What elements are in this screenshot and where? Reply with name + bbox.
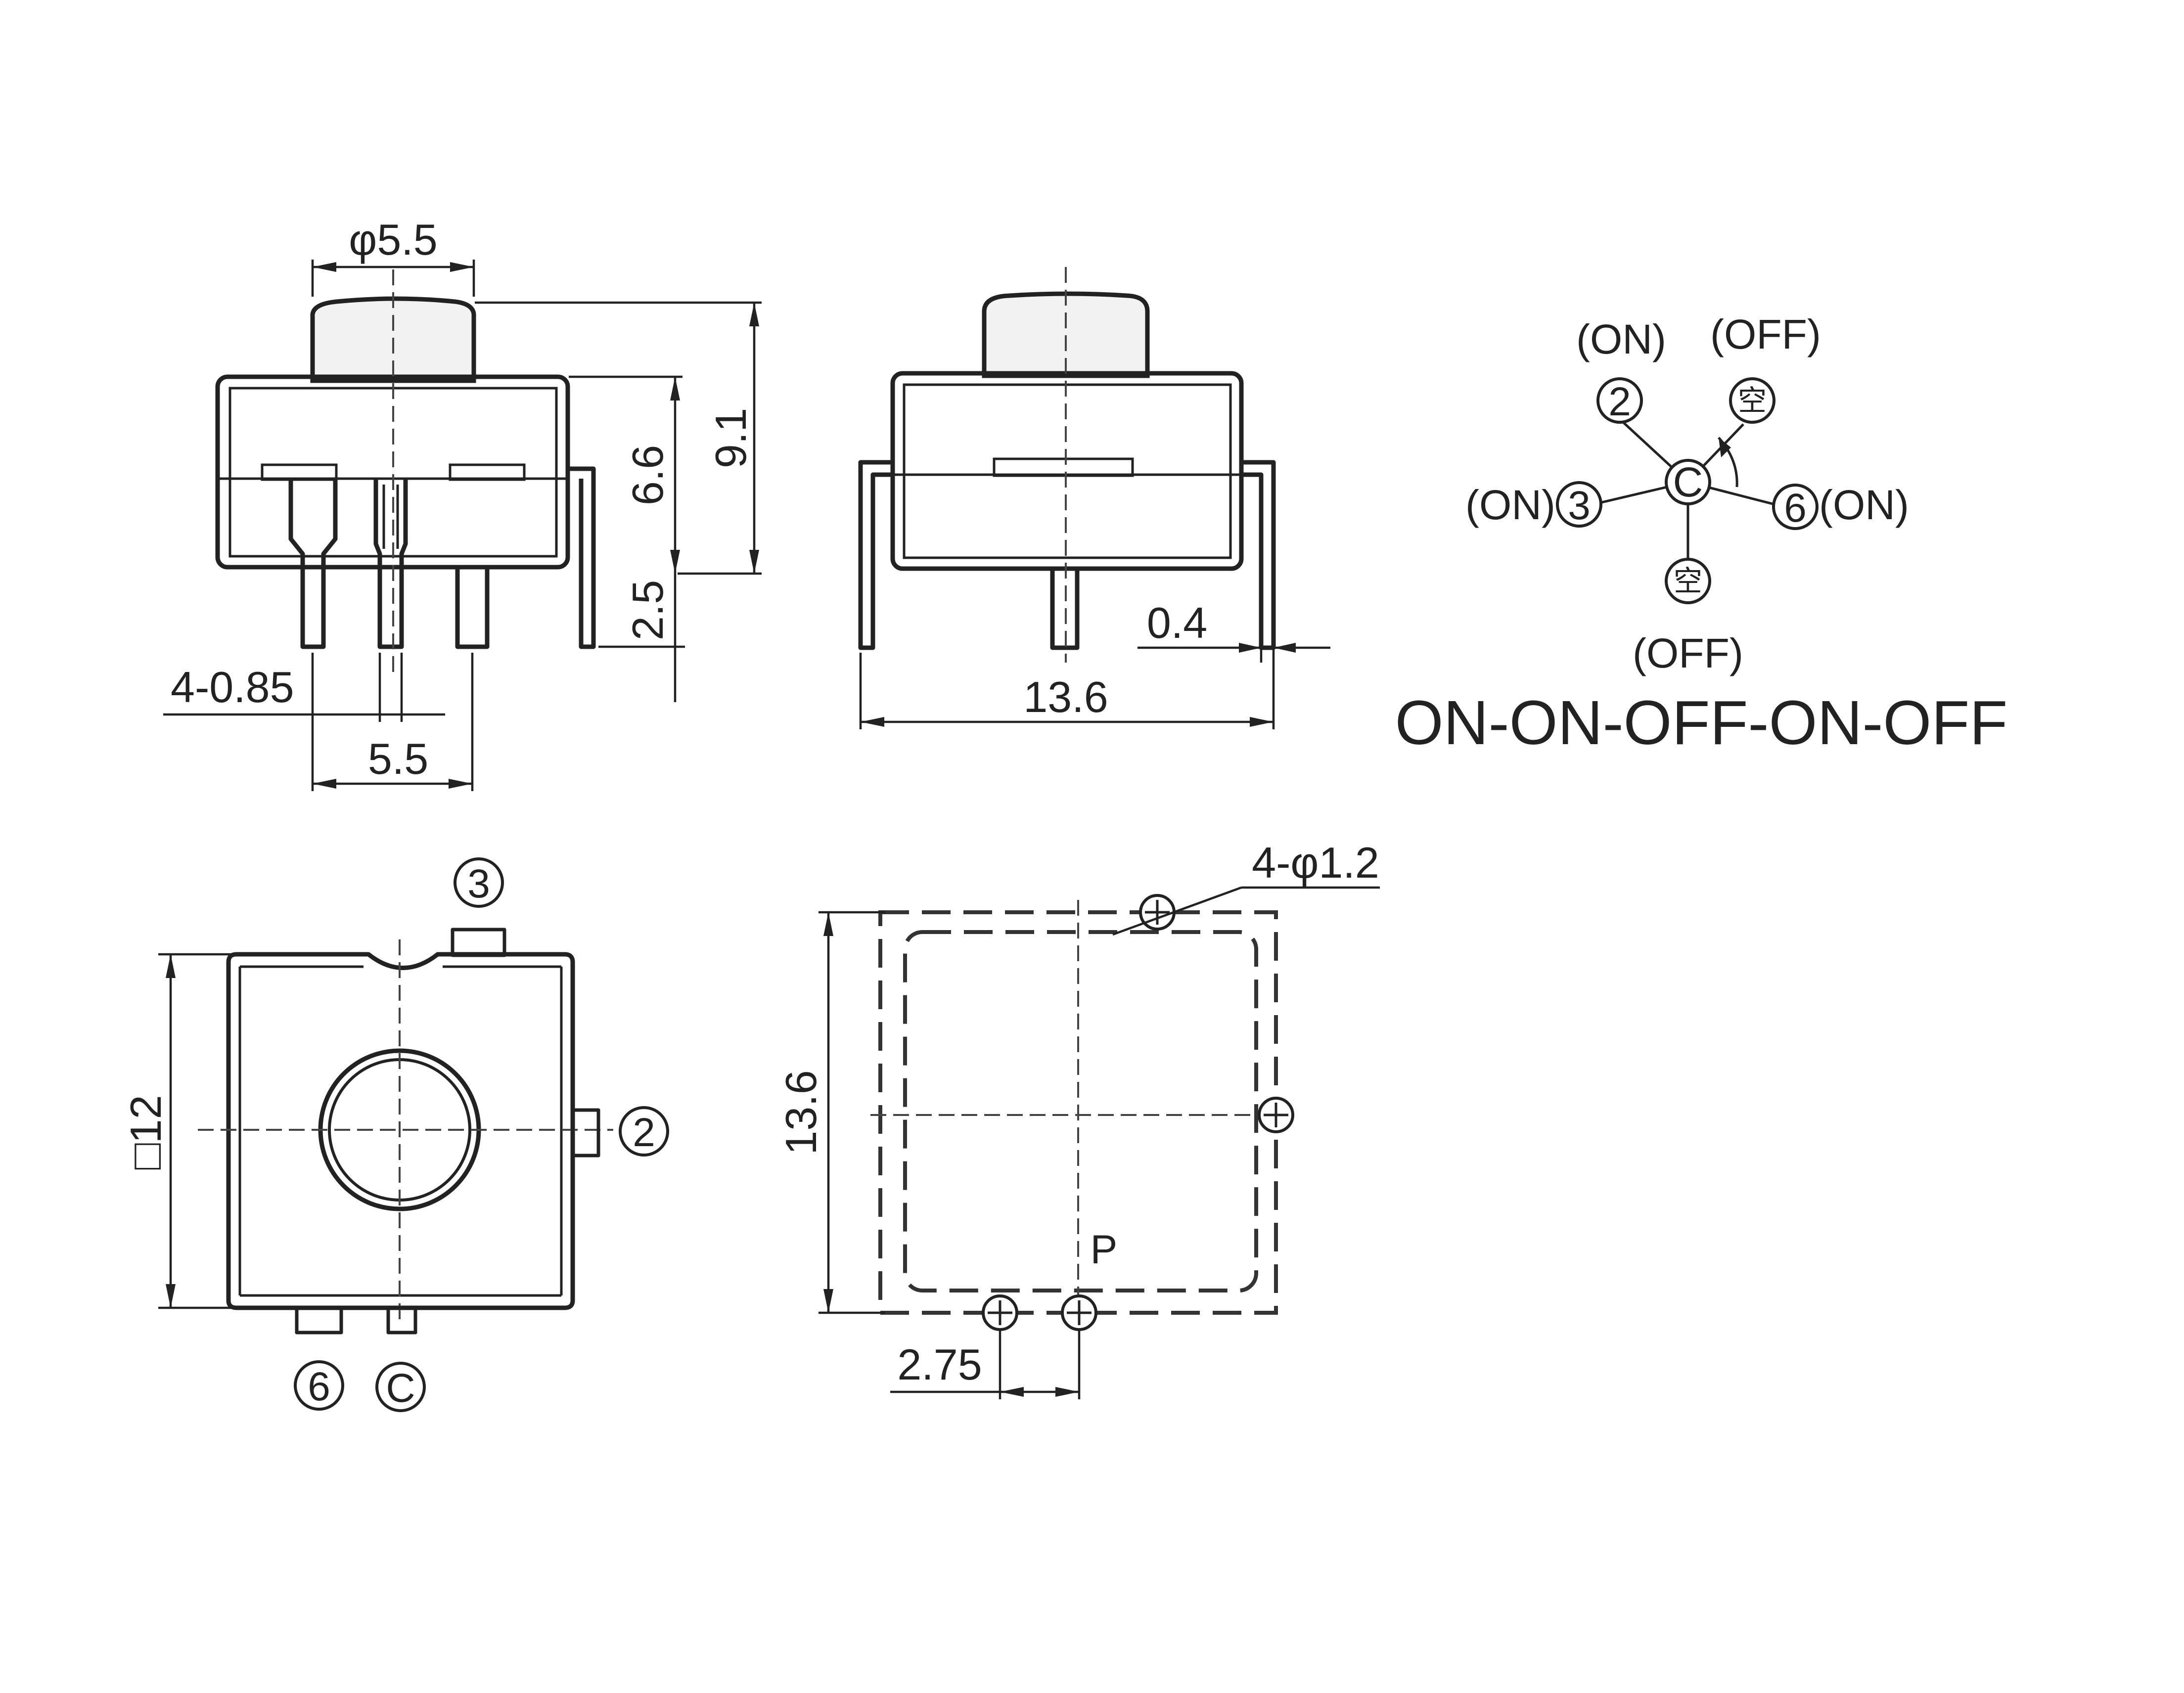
dim-footprint-height: 13.6 [776,1070,825,1155]
front-view: φ5.5 9.1 6.6 2.5 4-0.85 5.5 [163,215,762,791]
dim-square-12: □12 [121,1095,170,1169]
side-view: 0.4 13.6 [858,267,1330,729]
svg-text:6: 6 [1784,486,1807,531]
dim-footprint-pitch: 2.75 [897,1340,982,1389]
top-view-tab-6 [295,1306,343,1335]
dim-body-height: 6.6 [623,445,672,505]
switch-schematic: C 2 空 3 6 空 (ON) (OFF) (ON) (ON) (OFF) O… [1395,311,2008,757]
dim-pin-pitch: 5.5 [368,734,428,783]
top-view-tab-2 [571,1108,600,1158]
top-view-label-6 [294,1360,344,1411]
front-view-side-lead [568,466,596,649]
position-label-right: (ON) [1819,482,1909,528]
side-view-body [890,371,1244,571]
top-view-tab-c [386,1306,417,1335]
top-view-body [226,952,575,1310]
svg-text:C: C [1673,459,1703,505]
footprint-outline-inner [903,930,1258,1292]
svg-text:3: 3 [1568,483,1591,528]
position-label-top-left: (ON) [1576,316,1666,362]
terminal-empty-lower [1665,558,1711,604]
svg-text:2: 2 [1608,379,1631,424]
top-view-label-c [375,1362,426,1412]
svg-text:2: 2 [633,1110,655,1155]
top-view-tab-3 [451,928,506,957]
top-view: 3 2 6 C □12 [121,857,669,1412]
dim-total-height: 9.1 [706,408,755,468]
position-label-left: (ON) [1465,482,1555,528]
terminal-2 [1596,377,1643,424]
top-view-label-2 [619,1106,669,1157]
pcb-footprint: P 4-φ1.2 13.6 2.75 [776,838,1380,1399]
side-view-lead-right [1241,460,1276,650]
dim-pin-width: 4-0.85 [171,663,294,712]
position-label-top-right: (OFF) [1710,311,1821,357]
terminal-empty-upper [1729,377,1775,424]
svg-text:空: 空 [1738,384,1767,417]
top-view-label-3 [454,857,504,908]
front-view-pin-center [373,479,408,649]
svg-text:空: 空 [1674,564,1702,598]
svg-text:6: 6 [308,1364,330,1409]
front-view-pin-right [455,565,490,649]
footprint-pin-mark: P [1091,1227,1118,1272]
front-view-body [215,374,570,570]
side-view-lead-left [858,460,893,650]
position-label-bottom: (OFF) [1633,630,1743,676]
dim-side-width: 13.6 [1023,672,1108,721]
side-view-actuator [982,291,1150,378]
terminal-c [1665,459,1711,505]
dim-pin-length: 2.5 [623,580,672,640]
dim-hole-count: 4-φ1.2 [1252,838,1379,887]
dim-cap-diameter: φ5.5 [349,215,437,264]
front-view-pin-left [288,479,338,649]
svg-text:3: 3 [467,861,490,906]
svg-text:C: C [386,1366,415,1411]
switch-sequence: ON-ON-OFF-ON-OFF [1395,688,2008,757]
terminal-3 [1556,481,1602,528]
terminal-6 [1772,484,1819,530]
dim-lead-thickness: 0.4 [1147,598,1207,647]
